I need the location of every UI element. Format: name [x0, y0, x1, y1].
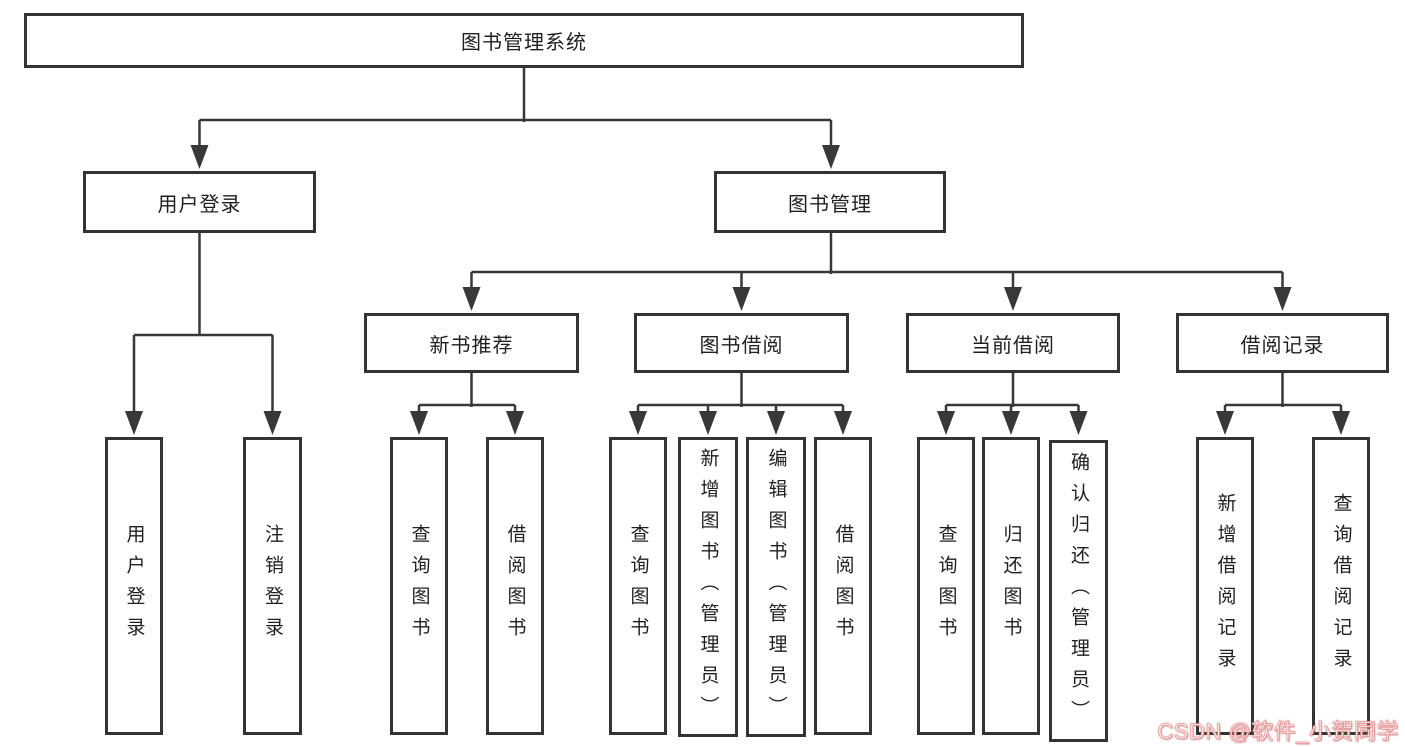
leaf-borrow-add-book-admin: 新增图书（管理员）	[678, 437, 738, 737]
leaf-current-query-book-label: 查询图书	[935, 524, 957, 648]
node-borrow-record-label: 借阅记录	[1240, 334, 1325, 357]
node-root-label: 图书管理系统	[461, 32, 587, 54]
leaf-borrow-add-book-admin-label: 新增图书（管理员）	[697, 447, 719, 727]
leaf-current-return-book-label: 归还图书	[1000, 524, 1022, 648]
leaf-record-query-record: 查询借阅记录	[1312, 437, 1370, 735]
node-current-borrow-label: 当前借阅	[971, 334, 1055, 357]
node-user-login: 用户登录	[83, 171, 316, 233]
leaf-current-confirm-return-admin-label: 确认归还（管理员）	[1068, 451, 1089, 731]
leaf-borrow-borrow-book-label: 借阅图书	[832, 524, 854, 648]
leaf-current-query-book: 查询图书	[917, 437, 975, 735]
node-book-borrow-label: 图书借阅	[699, 334, 784, 357]
leaf-borrow-edit-book-admin: 编辑图书（管理员）	[746, 437, 806, 737]
leaf-logout-login-label: 注销登录	[262, 524, 283, 648]
leaf-current-confirm-return-admin: 确认归还（管理员）	[1049, 440, 1108, 742]
node-book-management-label: 图书管理	[788, 193, 872, 216]
leaf-record-query-record-label: 查询借阅记录	[1330, 493, 1352, 679]
leaf-newbook-query-book-label: 查询图书	[408, 524, 430, 648]
leaf-record-add-record-label: 新增借阅记录	[1214, 493, 1236, 679]
node-user-login-label: 用户登录	[157, 193, 242, 216]
leaf-record-add-record: 新增借阅记录	[1196, 437, 1254, 735]
node-root: 图书管理系统	[24, 13, 1024, 68]
leaf-borrow-borrow-book: 借阅图书	[814, 437, 872, 735]
leaf-borrow-query-book: 查询图书	[609, 437, 667, 735]
watermark: CSDN @软件_小贺同学	[1157, 719, 1399, 745]
leaf-borrow-query-book-label: 查询图书	[627, 524, 649, 648]
leaf-borrow-edit-book-admin-label: 编辑图书（管理员）	[765, 447, 787, 727]
leaf-user-login-label: 用户登录	[123, 524, 145, 648]
node-book-management: 图书管理	[714, 171, 946, 233]
node-borrow-record: 借阅记录	[1176, 313, 1389, 373]
leaf-user-login: 用户登录	[105, 437, 163, 735]
leaf-newbook-borrow-book-label: 借阅图书	[504, 524, 526, 648]
leaf-logout-login: 注销登录	[243, 437, 302, 735]
node-current-borrow: 当前借阅	[906, 313, 1120, 373]
leaf-newbook-query-book: 查询图书	[390, 437, 448, 735]
node-book-borrow: 图书借阅	[634, 313, 849, 373]
node-new-book-recommend: 新书推荐	[364, 313, 579, 373]
leaf-current-return-book: 归还图书	[982, 437, 1040, 735]
leaf-newbook-borrow-book: 借阅图书	[486, 437, 544, 735]
node-new-book-recommend-label: 新书推荐	[429, 334, 514, 357]
